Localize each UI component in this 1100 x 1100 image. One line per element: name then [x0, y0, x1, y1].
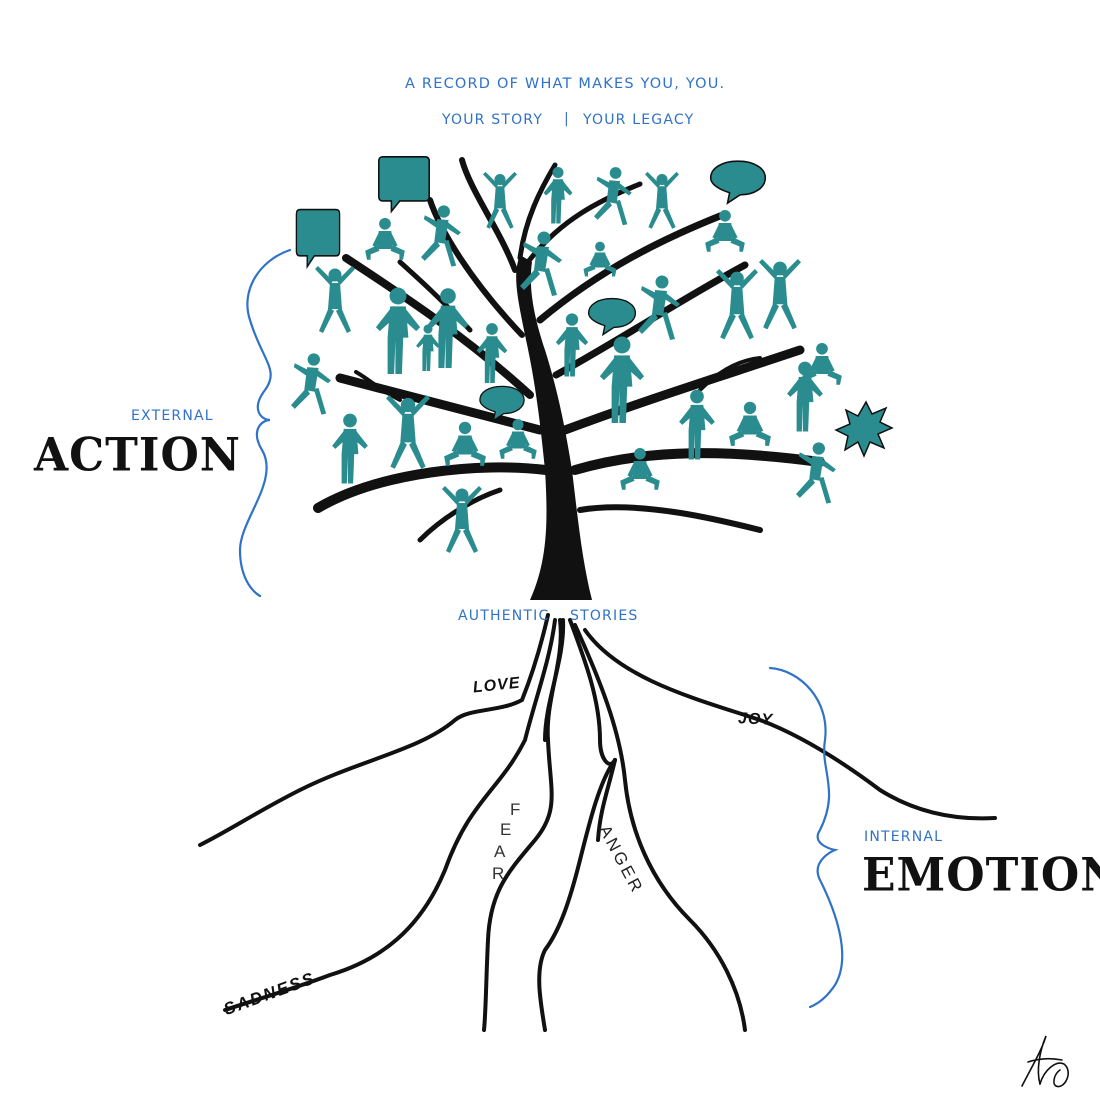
authentic-label: AUTHENTIC	[458, 608, 550, 624]
root-label-joy: JOY	[737, 710, 774, 729]
brace-lines	[238, 248, 844, 1009]
fear-letter: A	[494, 842, 506, 861]
emotion-heading: EMOTION	[862, 848, 1100, 903]
exclamation-burst-icon	[834, 400, 894, 458]
tree-roots	[198, 613, 997, 1032]
action-heading: ACTION	[34, 428, 242, 483]
tagline: A RECORD OF WHAT MAKES YOU, YOU.	[405, 76, 726, 92]
fear-letter: R	[492, 864, 505, 883]
fear-letter: F	[510, 800, 521, 819]
your-story-label: YOUR STORY	[442, 112, 544, 128]
header-separator: |	[564, 111, 570, 127]
external-label: EXTERNAL	[131, 408, 214, 424]
tree-trunk	[516, 255, 592, 600]
your-legacy-label: YOUR LEGACY	[583, 112, 695, 128]
fear-letter: E	[500, 820, 512, 839]
signature-icon	[1021, 1035, 1069, 1088]
internal-label: INTERNAL	[864, 829, 944, 845]
stories-label: STORIES	[570, 608, 639, 624]
